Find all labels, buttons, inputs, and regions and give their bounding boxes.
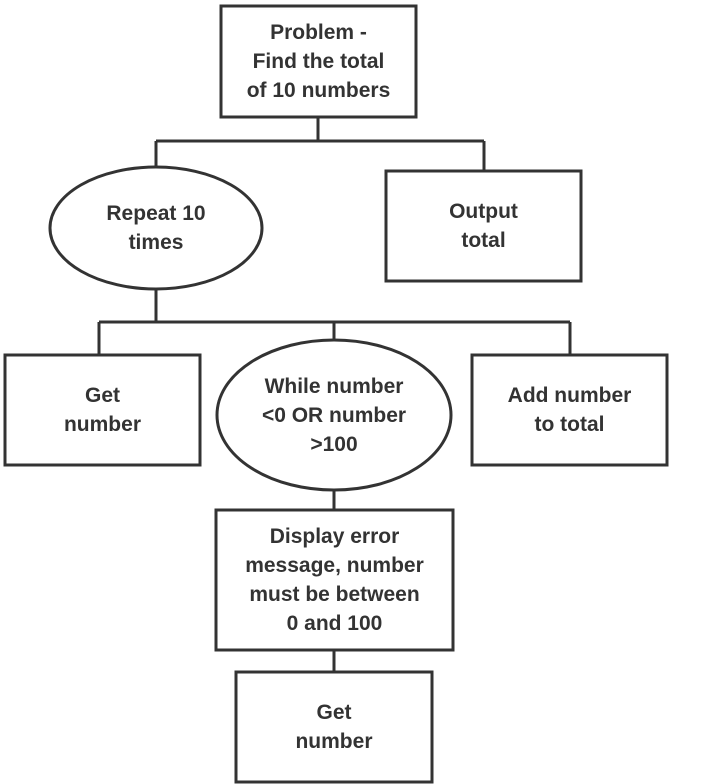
while-label-line: <0 OR number — [261, 403, 407, 427]
add-number-label-line: to total — [534, 413, 605, 436]
get-number-label-line: Get — [316, 701, 352, 724]
repeat-label: Repeat 10 times — [50, 167, 262, 289]
output-label-line: Output — [449, 200, 518, 223]
while-ellipse — [215, 338, 453, 492]
add-number-label: Add number to total — [472, 355, 667, 465]
add-number-label-line: Add number — [507, 384, 632, 407]
while-label-line: >100 — [310, 432, 358, 456]
error-message-box — [214, 508, 455, 652]
repeat-ellipse — [48, 165, 264, 291]
get-number-label-line: number — [63, 413, 141, 436]
output-label-line: total — [461, 229, 506, 252]
get-number-label-1: Get number — [5, 355, 200, 465]
repeat-label-line: times — [128, 231, 184, 254]
problem-box — [219, 4, 418, 119]
get-number-box-1 — [3, 353, 202, 467]
while-label: While number <0 OR number >100 — [217, 340, 451, 490]
error-message-label-line: Display error — [269, 525, 400, 548]
error-message-label-line: must be between — [249, 583, 420, 606]
get-number-label-line: Get — [84, 384, 120, 407]
add-number-box — [470, 353, 669, 467]
problem-label-line: Problem - — [270, 21, 367, 44]
while-label-line: While number — [264, 374, 404, 398]
node-shapes — [3, 4, 669, 784]
repeat-label-line: Repeat 10 — [106, 202, 206, 225]
get-number-label-2: Get number — [236, 672, 432, 782]
get-number-label-line: number — [295, 730, 373, 753]
get-number-box-2 — [234, 670, 434, 784]
problem-label-line: of 10 numbers — [246, 79, 391, 102]
problem-label-line: Find the total — [252, 50, 385, 73]
connector-lines — [97, 117, 572, 672]
error-message-label: Display error message, number must be be… — [216, 510, 453, 650]
output-box — [384, 169, 583, 283]
error-message-label-line: 0 and 100 — [286, 612, 383, 635]
problem-label: Problem - Find the total of 10 numbers — [221, 6, 416, 117]
output-label: Output total — [386, 171, 581, 281]
error-message-label-line: message, number — [245, 554, 424, 577]
